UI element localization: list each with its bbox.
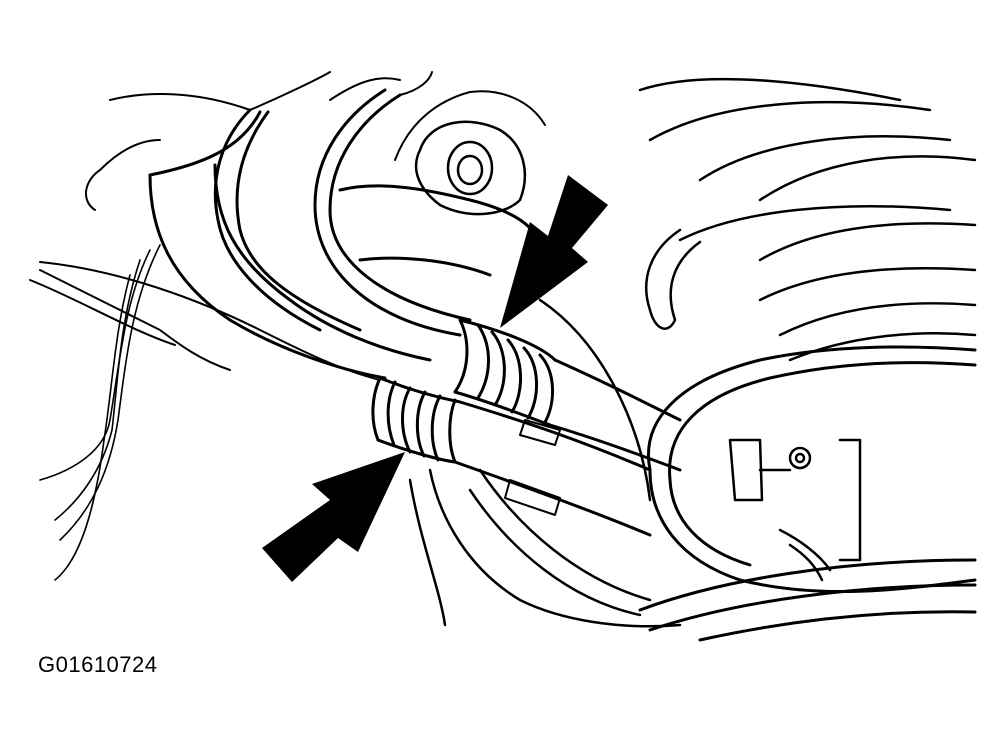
body-panel-lines <box>29 71 546 381</box>
brake-cable <box>453 358 682 537</box>
arrow-lower <box>262 452 405 582</box>
coil-spring <box>638 77 977 362</box>
brake-drum <box>408 298 682 628</box>
vacuum-hose <box>645 228 702 330</box>
arrow-upper <box>500 175 608 328</box>
sensor-bracket <box>728 438 862 582</box>
upper-hose-boot <box>453 318 557 427</box>
lower-hose-boot <box>371 376 462 464</box>
upper-hose <box>313 88 542 337</box>
wire-harness-left <box>39 244 161 581</box>
figure-caption: G01610724 <box>38 652 158 677</box>
coil-spring-loop <box>638 345 977 642</box>
mounting-boss <box>414 120 527 216</box>
cable-housing <box>148 108 432 380</box>
